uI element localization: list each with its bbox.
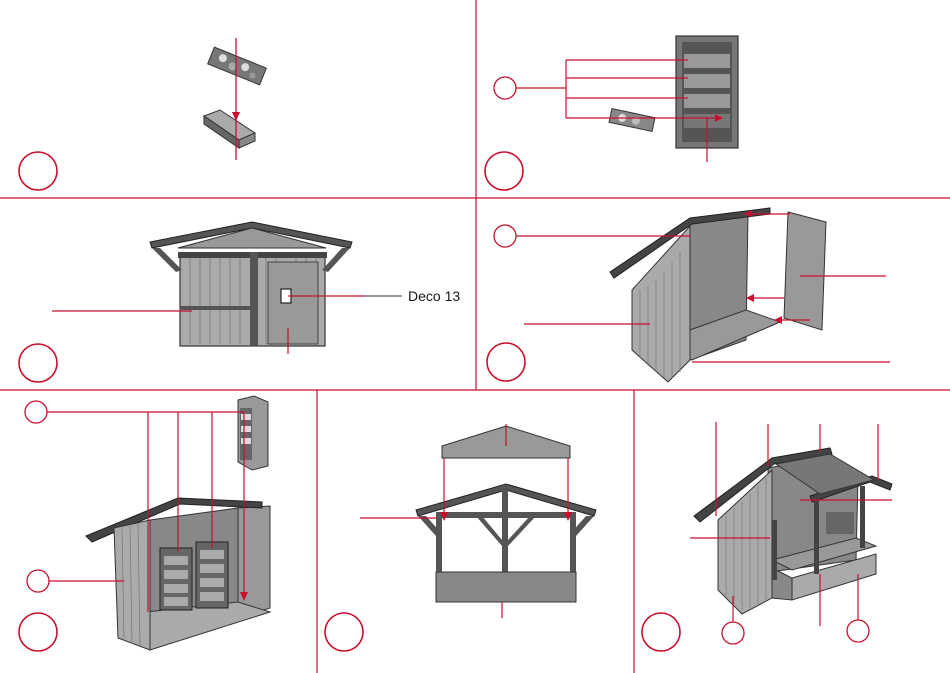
counter-panel: [436, 572, 576, 602]
step-circle-7: [642, 613, 680, 651]
part-marker-panel7-left: [722, 622, 744, 644]
deco-label: Deco 13: [408, 288, 460, 304]
panel-3-hut-front: [52, 222, 402, 354]
part-marker-panel4: [494, 225, 516, 247]
door: [268, 262, 318, 344]
part-marker-panel5-top: [25, 401, 47, 423]
side-wall: [632, 226, 690, 382]
part-marker-panel2: [494, 77, 516, 99]
step-circle-4: [487, 343, 525, 381]
crate-base-block: [204, 110, 255, 148]
panel-2-shelf-unit: [516, 36, 738, 162]
panel-5-hut-shelves: [47, 396, 270, 650]
part-marker-panel5-left: [27, 570, 49, 592]
loose-crate: [609, 109, 655, 132]
panel-1-crate-parts: [204, 38, 266, 160]
hanging-shelf: [238, 396, 268, 470]
step-circle-6: [325, 613, 363, 651]
loose-side-panel: [784, 212, 826, 330]
step-circle-2: [485, 152, 523, 190]
hut5-right-wall: [238, 506, 270, 618]
step-circle-1: [19, 152, 57, 190]
panel-6-roof-frame: [360, 424, 596, 618]
part-marker-panel7-right: [847, 620, 869, 642]
step-circle-5: [19, 613, 57, 651]
panel-4-hut-walls: [516, 208, 890, 382]
fruit-crate-top: [208, 47, 267, 85]
step-circle-3: [19, 344, 57, 382]
panel-7-finished-hut: [690, 422, 892, 626]
